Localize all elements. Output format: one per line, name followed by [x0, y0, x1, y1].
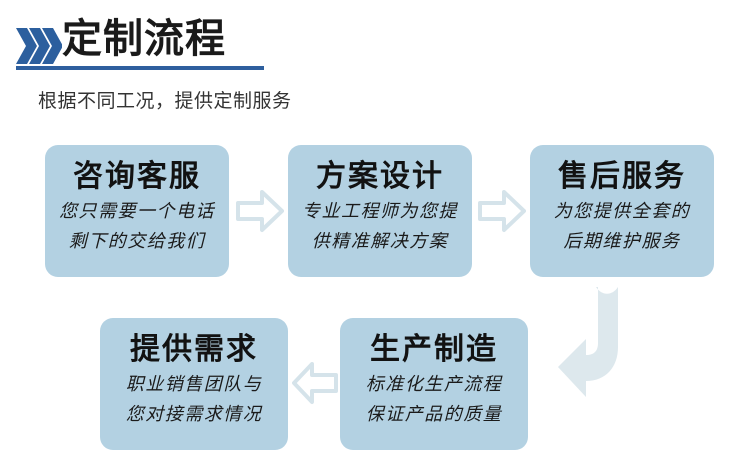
flow-step-body-line2: 保证产品的质量: [365, 404, 503, 424]
flow-step-title: 咨询客服: [73, 160, 201, 193]
flow-step-body-line1: 标准化生产流程: [365, 374, 503, 394]
flow-step-title: 方案设计: [316, 160, 444, 193]
arrow-right-icon-2: [478, 188, 526, 234]
flow-step-body-line1: 您只需要一个电话: [59, 201, 215, 221]
flow-step-body-line1: 职业销售团队与: [125, 374, 263, 394]
arrow-right-icon-1: [236, 188, 284, 234]
page-title: 定制流程: [62, 17, 226, 61]
flow-step-title: 提供需求: [130, 333, 258, 366]
flow-step-title: 售后服务: [558, 160, 686, 193]
flow-step-card-4[interactable]: 提供需求 职业销售团队与 您对接需求情况: [100, 318, 288, 450]
flow-step-card-5[interactable]: 生产制造 标准化生产流程 保证产品的质量: [340, 318, 528, 450]
flow-step-body-line2: 后期维护服务: [563, 231, 681, 251]
flow-step-card-1[interactable]: 咨询客服 您只需要一个电话 剩下的交给我们: [45, 145, 229, 277]
arrow-left-icon-1: [292, 360, 338, 406]
flow-step-body-line1: 专业工程师为您提: [302, 201, 458, 221]
flow-step-body-line2: 您对接需求情况: [125, 404, 263, 424]
arrow-bent-down-left-icon: [556, 285, 648, 403]
flow-step-body-line1: 为您提供全套的: [553, 201, 691, 221]
flow-step-body-line2: 剩下的交给我们: [68, 231, 206, 251]
flow-step-body-line2: 供精准解决方案: [311, 231, 449, 251]
flow-step-card-3[interactable]: 售后服务 为您提供全套的 后期维护服务: [530, 145, 714, 277]
page-subtitle: 根据不同工况，提供定制服务: [38, 91, 292, 112]
page-header: 定制流程 根据不同工况，提供定制服务: [0, 0, 750, 130]
title-underline-divider: [16, 66, 264, 70]
chevron-triple-right-icon: [16, 26, 63, 66]
flow-step-title: 生产制造: [370, 333, 498, 366]
flow-step-card-2[interactable]: 方案设计 专业工程师为您提 供精准解决方案: [288, 145, 472, 277]
